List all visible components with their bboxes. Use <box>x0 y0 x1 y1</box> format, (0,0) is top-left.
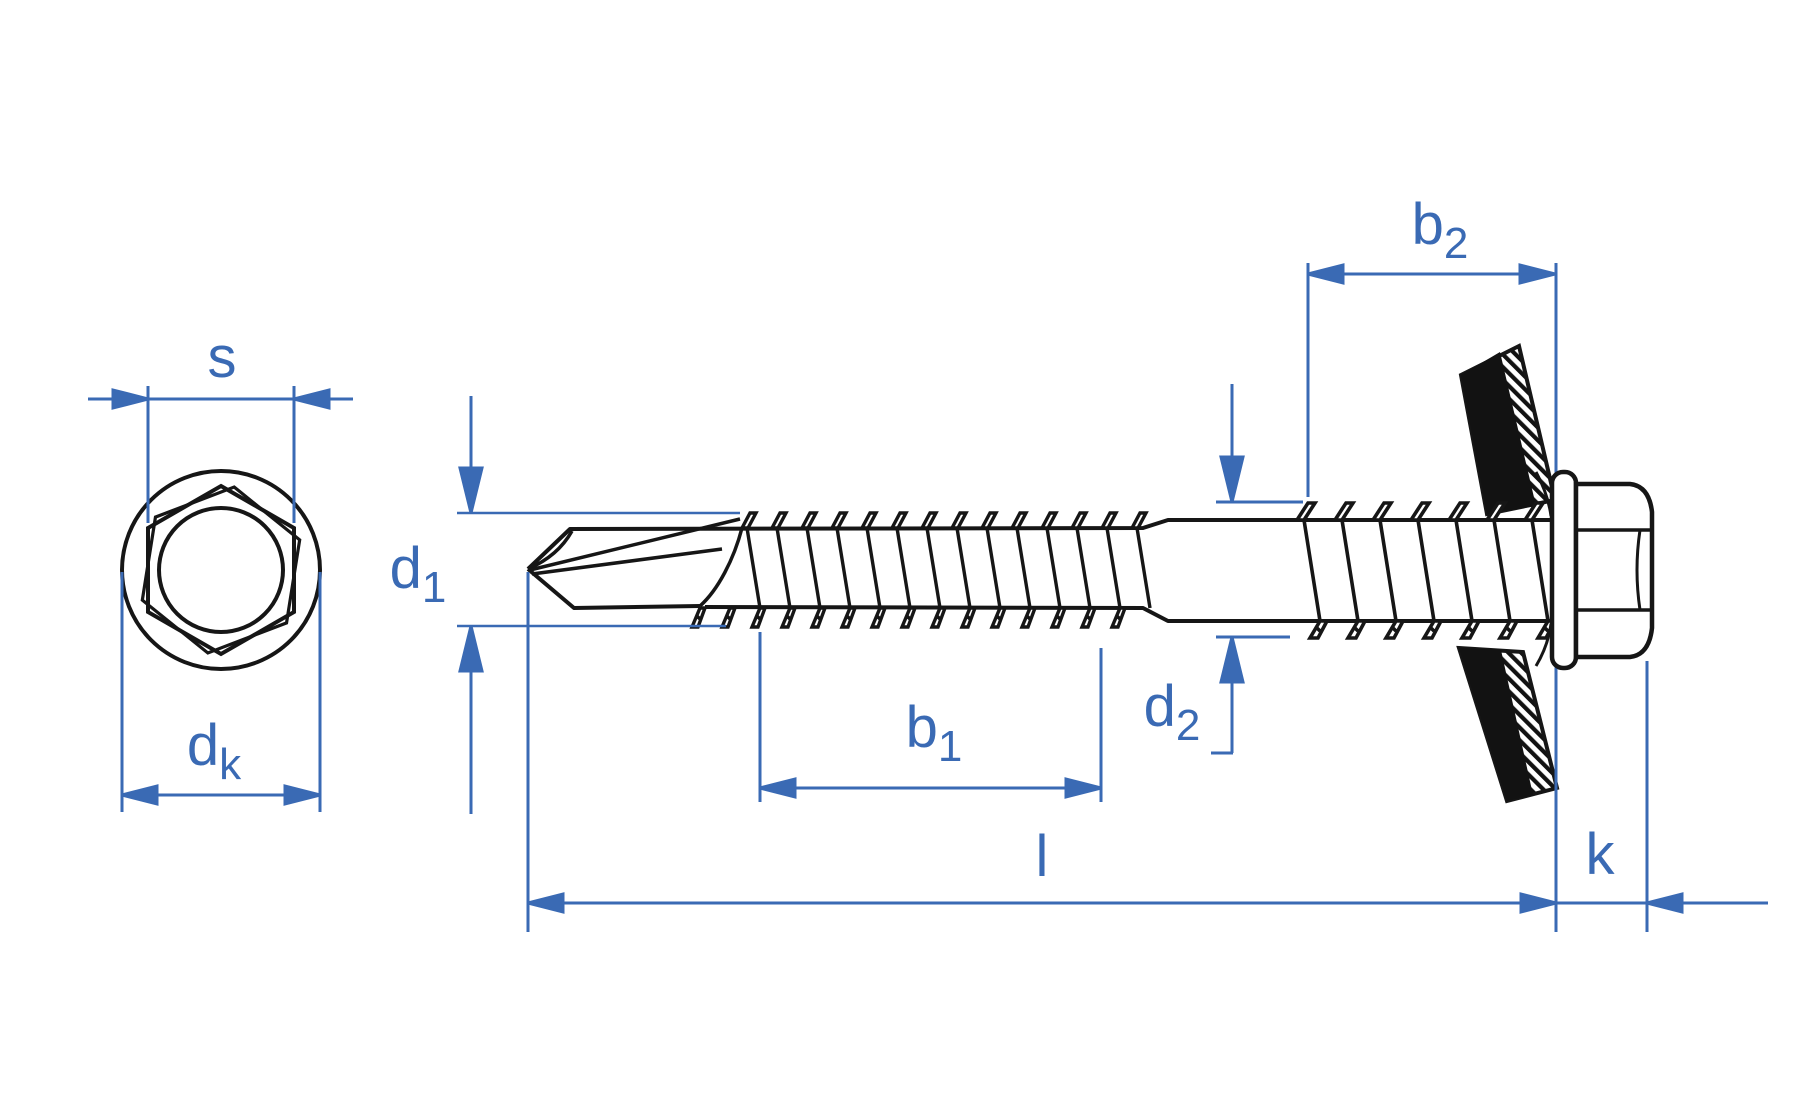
label-k: k <box>1586 822 1616 887</box>
drill-chisel-curve <box>527 530 574 571</box>
drill-point-bottom <box>526 567 701 610</box>
arrowhead <box>527 892 565 914</box>
hex-head-outline <box>1573 481 1655 660</box>
arrowhead <box>121 784 159 806</box>
dimension-b1 <box>758 632 1103 802</box>
dimension-s <box>88 386 353 523</box>
arrowhead <box>283 784 321 806</box>
arrowhead <box>1307 263 1345 285</box>
arrowhead <box>1219 455 1245 503</box>
screw-side-view <box>526 517 1552 623</box>
support-thread <box>1295 501 1557 640</box>
head-flange-circle <box>120 469 322 671</box>
label-s: s <box>208 325 237 390</box>
drill-flute-curve <box>698 527 744 608</box>
hex-head-side-view <box>1573 481 1655 660</box>
sealing-washer <box>1456 343 1560 804</box>
hex-head-top-view <box>120 469 322 671</box>
washer-top-rubber <box>1461 352 1536 514</box>
arrowhead <box>1219 636 1245 684</box>
label-dk: dk <box>187 713 242 789</box>
label-l: l <box>1036 824 1049 889</box>
label-b2: b2 <box>1412 192 1469 268</box>
arrowhead <box>759 777 797 799</box>
arrowhead <box>458 466 484 514</box>
label-d1: d1 <box>390 536 447 612</box>
head-flange <box>1549 469 1579 671</box>
label-b1: b1 <box>906 695 963 771</box>
dimension-b2 <box>1306 263 1556 497</box>
arrowhead <box>111 388 149 410</box>
drill-cutting-edge <box>529 517 741 572</box>
dimension-dk <box>120 572 322 812</box>
washer-bottom-rubber <box>1459 648 1533 801</box>
screw-top-outline <box>526 518 1552 571</box>
arrowhead <box>1064 777 1102 799</box>
dimension-d1 <box>457 396 740 814</box>
arrowhead <box>1518 263 1556 285</box>
head-inner-circle <box>157 506 285 634</box>
arrowhead <box>1646 892 1684 914</box>
dimension-l-k <box>526 572 1768 932</box>
screw-bottom-outline <box>704 605 1552 623</box>
arrowhead <box>458 625 484 673</box>
dimension-d2 <box>1211 384 1303 755</box>
arrowhead <box>293 388 331 410</box>
dimension-graphics <box>88 263 1768 932</box>
hex-facet-edge <box>1635 529 1642 611</box>
drill-flute-edge <box>531 547 723 576</box>
dimension-labels: s dk d1 b1 d2 b2 l k <box>187 192 1616 889</box>
label-d2: d2 <box>1144 674 1201 750</box>
arrowhead <box>1519 892 1557 914</box>
hex-outline-rotated <box>134 474 308 666</box>
